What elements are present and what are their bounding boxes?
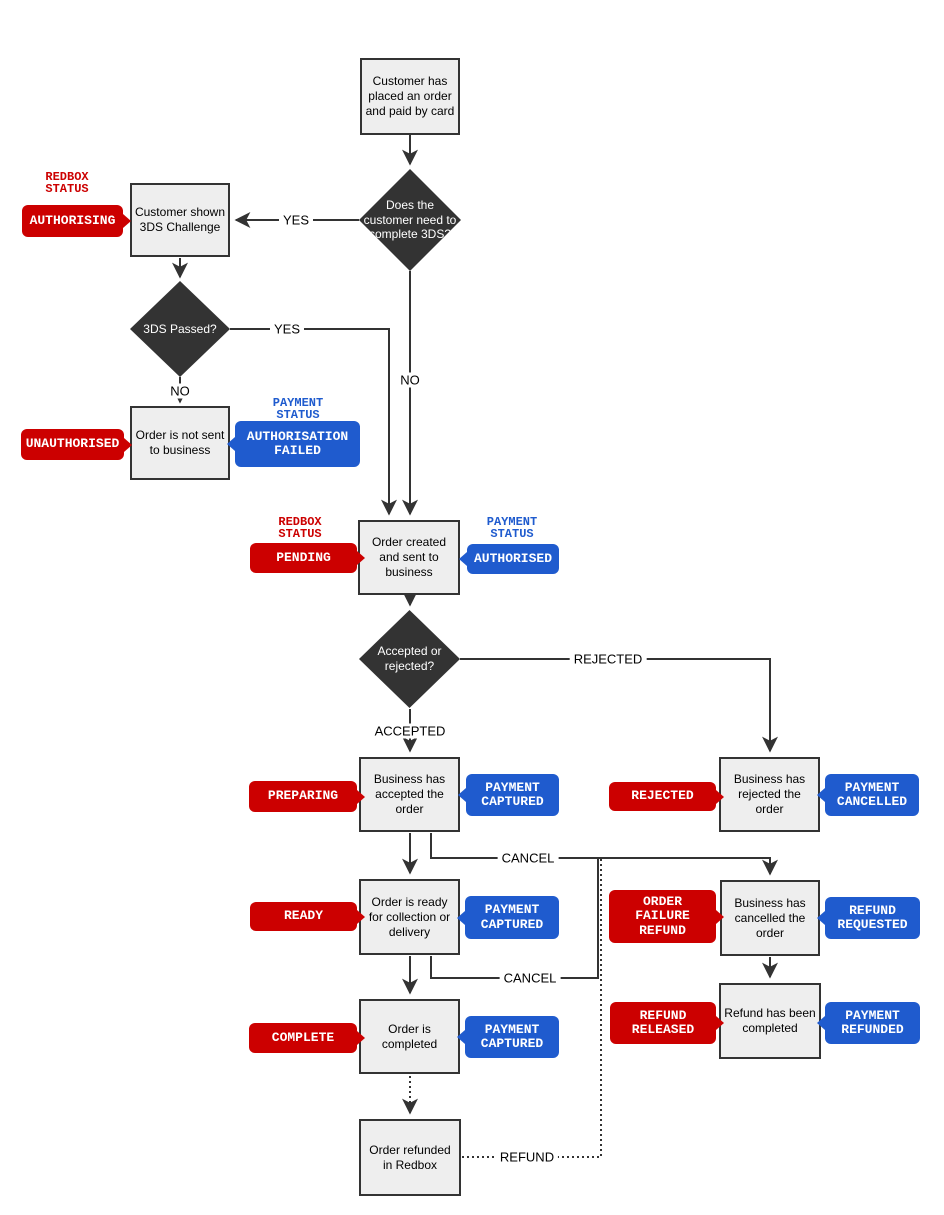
box-order-placed: Customer has placed an order and paid by…	[360, 58, 460, 135]
box-cancelled: Business has cancelled the order	[720, 880, 820, 956]
decision-need-3ds: Does the customer need to complete 3DS?	[359, 169, 461, 271]
header-payment-status: PAYMENT STATUS	[272, 396, 324, 423]
decision-text: Accepted or rejected?	[377, 644, 442, 673]
edge-label-no: NO	[166, 383, 194, 399]
badge-pending: PENDING	[250, 543, 357, 573]
box-shown-3ds: Customer shown 3DS Challenge	[130, 183, 230, 257]
box-refund-completed: Refund has been completed	[719, 983, 821, 1059]
badge-authorising: AUTHORISING	[22, 205, 123, 237]
edge-label-yes: YES	[269, 321, 305, 337]
badge-complete: COMPLETE	[249, 1023, 357, 1053]
box-not-sent: Order is not sent to business	[130, 406, 230, 480]
edge-rejected	[460, 658, 778, 753]
badge-ready: READY	[250, 902, 357, 931]
box-order-created: Order created and sent to business	[358, 520, 460, 595]
header-redbox-status: REDBOX STATUS	[45, 170, 89, 197]
decision-3ds-passed: 3DS Passed?	[130, 281, 230, 377]
edge-label-rejected: REJECTED	[569, 651, 647, 667]
edge-label-refund: REFUND	[495, 1149, 559, 1165]
badge-rejected: REJECTED	[609, 782, 716, 811]
box-completed: Order is completed	[359, 999, 460, 1074]
edge-label-cancel: CANCEL	[499, 970, 561, 986]
header-payment-status: PAYMENT STATUS	[486, 515, 538, 542]
edge-cancel-1	[430, 833, 778, 876]
decision-text: Does the customer need to complete 3DS?	[363, 198, 457, 242]
badge-refund-requested: REFUND REQUESTED	[825, 897, 920, 939]
badge-refund-released: REFUND RELEASED	[610, 1002, 716, 1044]
badge-preparing: PREPARING	[249, 781, 357, 812]
badge-authorisation-failed: AUTHORISATION FAILED	[235, 421, 360, 467]
edge-label-cancel: CANCEL	[497, 850, 559, 866]
badge-order-failure-refund: ORDER FAILURE REFUND	[609, 890, 716, 943]
badge-payment-captured: PAYMENT CAPTURED	[465, 1016, 559, 1058]
edge-label-no: NO	[396, 372, 424, 388]
badge-payment-cancelled: PAYMENT CANCELLED	[825, 774, 919, 816]
box-accepted: Business has accepted the order	[359, 757, 460, 832]
badge-authorised: AUTHORISED	[467, 544, 559, 574]
decision-accepted-or-rejected: Accepted or rejected?	[359, 610, 460, 708]
box-refunded-redbox: Order refunded in Redbox	[359, 1119, 461, 1196]
badge-payment-refunded: PAYMENT REFUNDED	[825, 1002, 920, 1044]
decision-text: 3DS Passed?	[143, 321, 217, 336]
edge-label-yes: YES	[278, 212, 314, 228]
edge-label-accepted: ACCEPTED	[370, 723, 450, 739]
box-rejected: Business has rejected the order	[719, 757, 820, 832]
badge-payment-captured: PAYMENT CAPTURED	[466, 774, 559, 816]
badge-unauthorised: UNAUTHORISED	[21, 429, 124, 460]
header-redbox-status: REDBOX STATUS	[278, 515, 322, 542]
box-ready: Order is ready for collection or deliver…	[359, 879, 460, 955]
badge-payment-captured: PAYMENT CAPTURED	[465, 896, 559, 939]
